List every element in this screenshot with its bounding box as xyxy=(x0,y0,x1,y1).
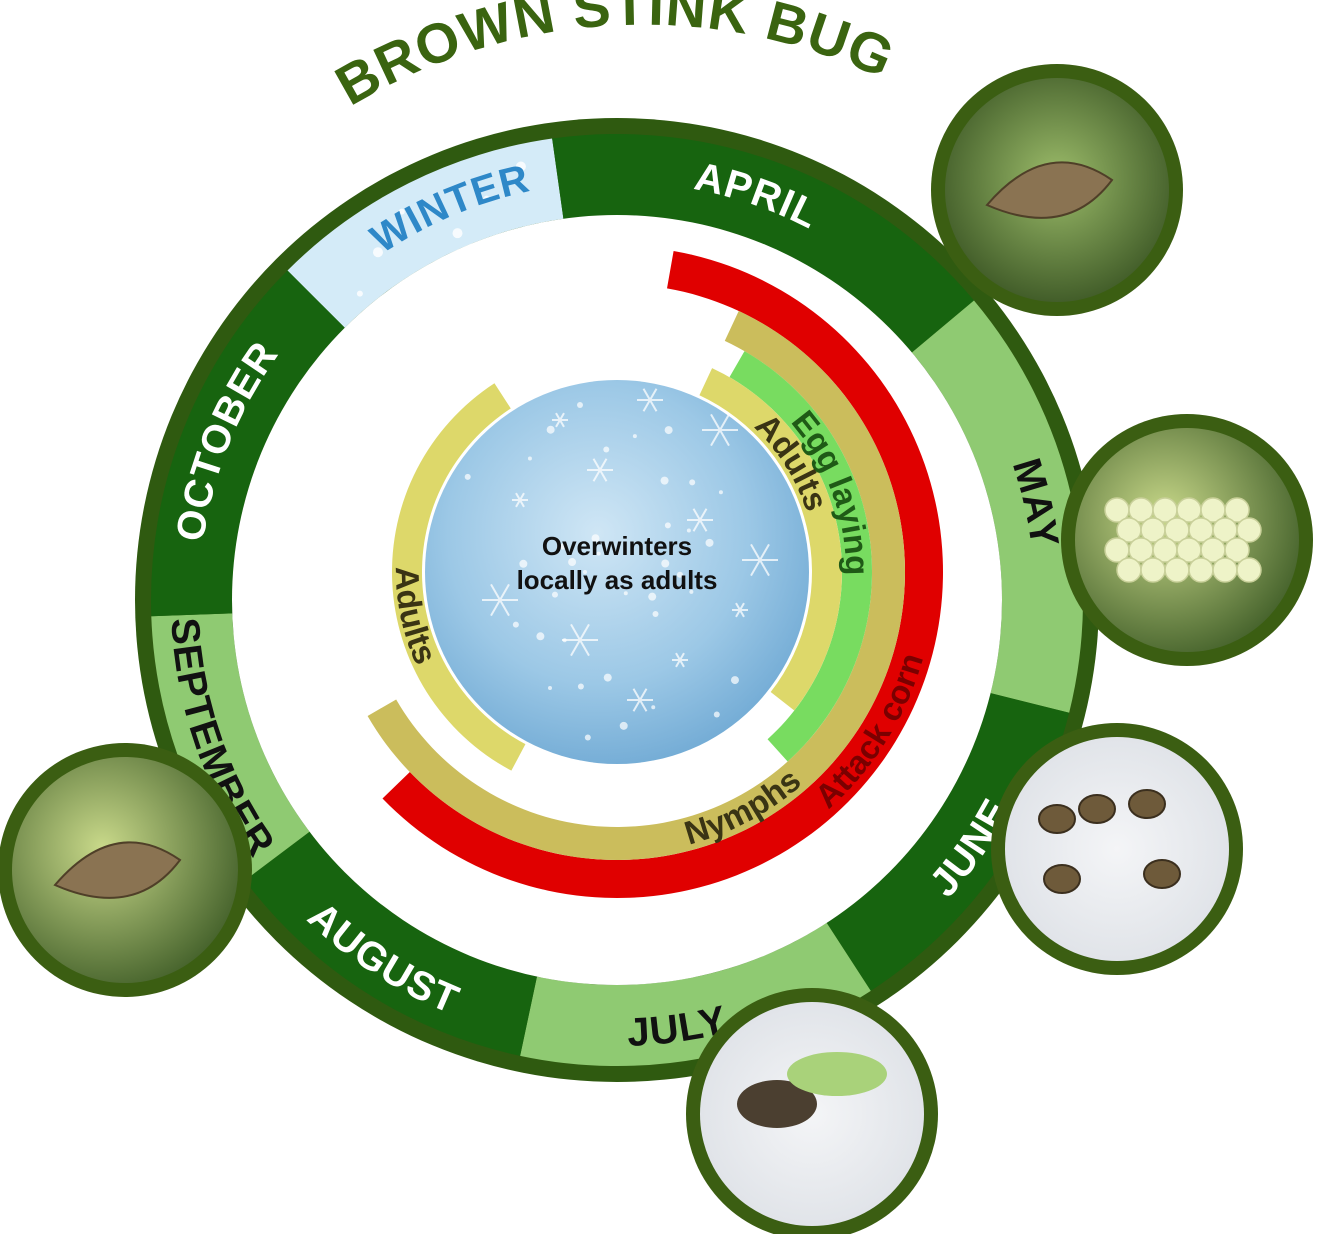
snow-dot xyxy=(620,722,628,730)
snow-dot xyxy=(665,522,671,528)
egg-icon xyxy=(1165,558,1189,582)
nymph-icon xyxy=(1144,860,1180,888)
snow-dot xyxy=(665,426,673,434)
snow-dot xyxy=(604,674,612,682)
snow-dot xyxy=(731,676,739,684)
snow-dot xyxy=(528,457,532,461)
winter-snowflake-icon xyxy=(357,291,363,297)
snow-dot xyxy=(706,539,714,547)
egg-icon xyxy=(1189,558,1213,582)
snow-dot xyxy=(714,712,720,718)
snow-dot xyxy=(547,426,555,434)
mating-photo xyxy=(686,988,938,1234)
snow-dot xyxy=(578,683,584,689)
snow-dot xyxy=(603,446,609,452)
egg-icon xyxy=(1237,558,1261,582)
snow-dot xyxy=(513,622,519,628)
egg-icon xyxy=(1117,558,1141,582)
snow-dot xyxy=(577,402,583,408)
winter-snowflake-icon xyxy=(453,228,463,238)
snow-dot xyxy=(536,632,544,640)
snow-dot xyxy=(563,638,567,642)
snow-dot xyxy=(719,490,723,494)
egg-icon xyxy=(1213,558,1237,582)
snow-dot xyxy=(661,477,669,485)
snow-dot xyxy=(585,734,591,740)
nymph-icon xyxy=(1039,805,1075,833)
snow-dot xyxy=(548,686,552,690)
egg-icon xyxy=(1141,558,1165,582)
eggs-photo xyxy=(1061,414,1313,666)
center-text-line-1: Overwinters xyxy=(542,531,692,561)
snow-dot xyxy=(653,611,659,617)
nymph-icon xyxy=(1129,790,1165,818)
adult-bug-icon xyxy=(787,1052,887,1096)
title: BROWN STINK BUG xyxy=(325,0,904,117)
center-text-line-2: locally as adults xyxy=(517,565,718,595)
snow-dot xyxy=(465,474,471,480)
adult-bug-photo xyxy=(931,64,1183,316)
snow-dot xyxy=(633,434,637,438)
nymph-icon xyxy=(1079,795,1115,823)
nymph-icon xyxy=(1044,865,1080,893)
snow-dot xyxy=(689,479,695,485)
adult-side-photo xyxy=(0,743,252,997)
snow-dot xyxy=(651,705,655,709)
nymphs-photo xyxy=(991,723,1243,975)
